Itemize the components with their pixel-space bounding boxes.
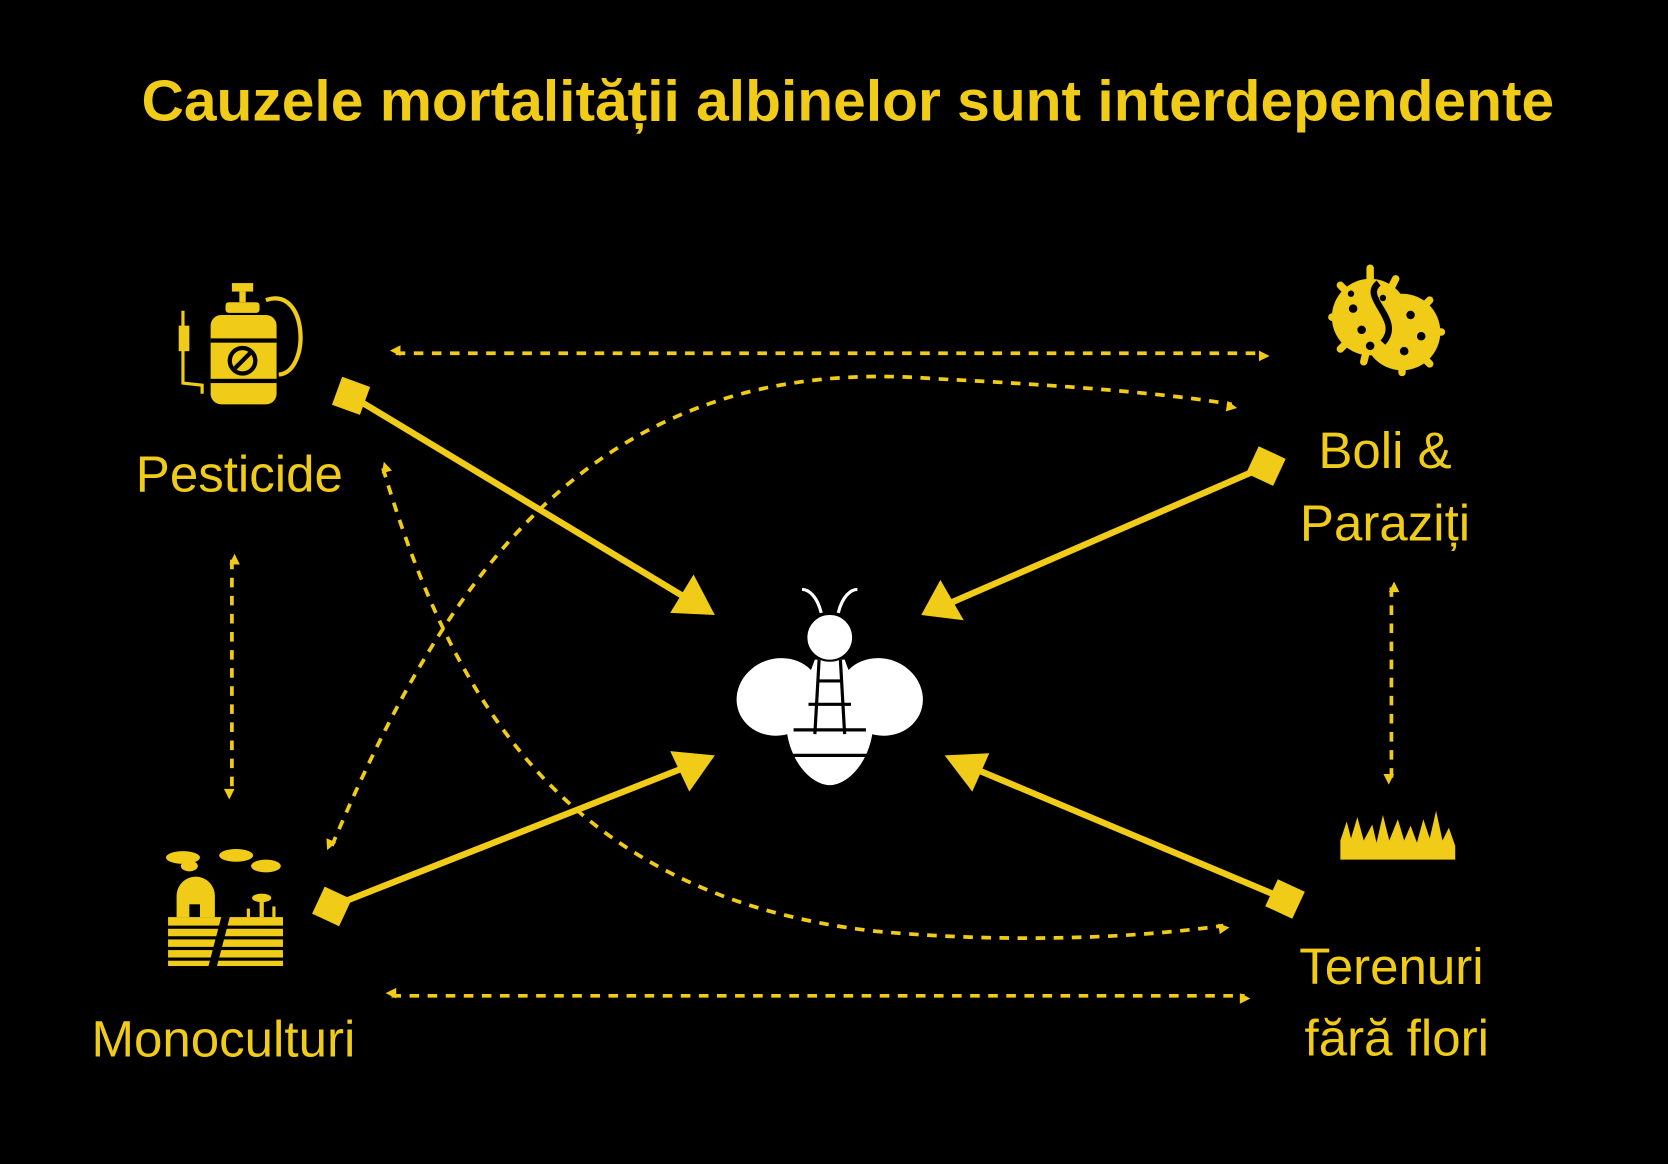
virus-icon bbox=[1328, 264, 1446, 377]
dashed-link-pesticide-terenuri bbox=[381, 461, 1230, 940]
diagram-title: Cauzele mortalității albinelor sunt inte… bbox=[141, 69, 1554, 134]
arrow-boli-to-bee bbox=[921, 446, 1286, 621]
node-label-boli-line2: Paraziți bbox=[1300, 495, 1470, 552]
arrow-pesticide-to-bee bbox=[331, 376, 715, 615]
farm-field-icon bbox=[165, 849, 283, 967]
arrow-monoculturi-to-bee bbox=[312, 751, 715, 927]
sprayer-icon bbox=[178, 283, 303, 405]
node-label-pesticide: Pesticide bbox=[136, 446, 343, 503]
arrow-terenuri-to-bee bbox=[944, 753, 1305, 919]
node-label-monoculturi: Monoculturi bbox=[91, 1010, 355, 1067]
node-label-terenuri-line1: Terenuri bbox=[1299, 938, 1483, 995]
dashed-link-monoculturi-boli bbox=[326, 374, 1238, 851]
node-label-terenuri-line2: fără flori bbox=[1305, 1009, 1489, 1066]
bee-icon bbox=[736, 587, 923, 786]
node-label-boli-line1: Boli & bbox=[1318, 422, 1451, 479]
dry-grass-icon bbox=[1340, 810, 1456, 860]
